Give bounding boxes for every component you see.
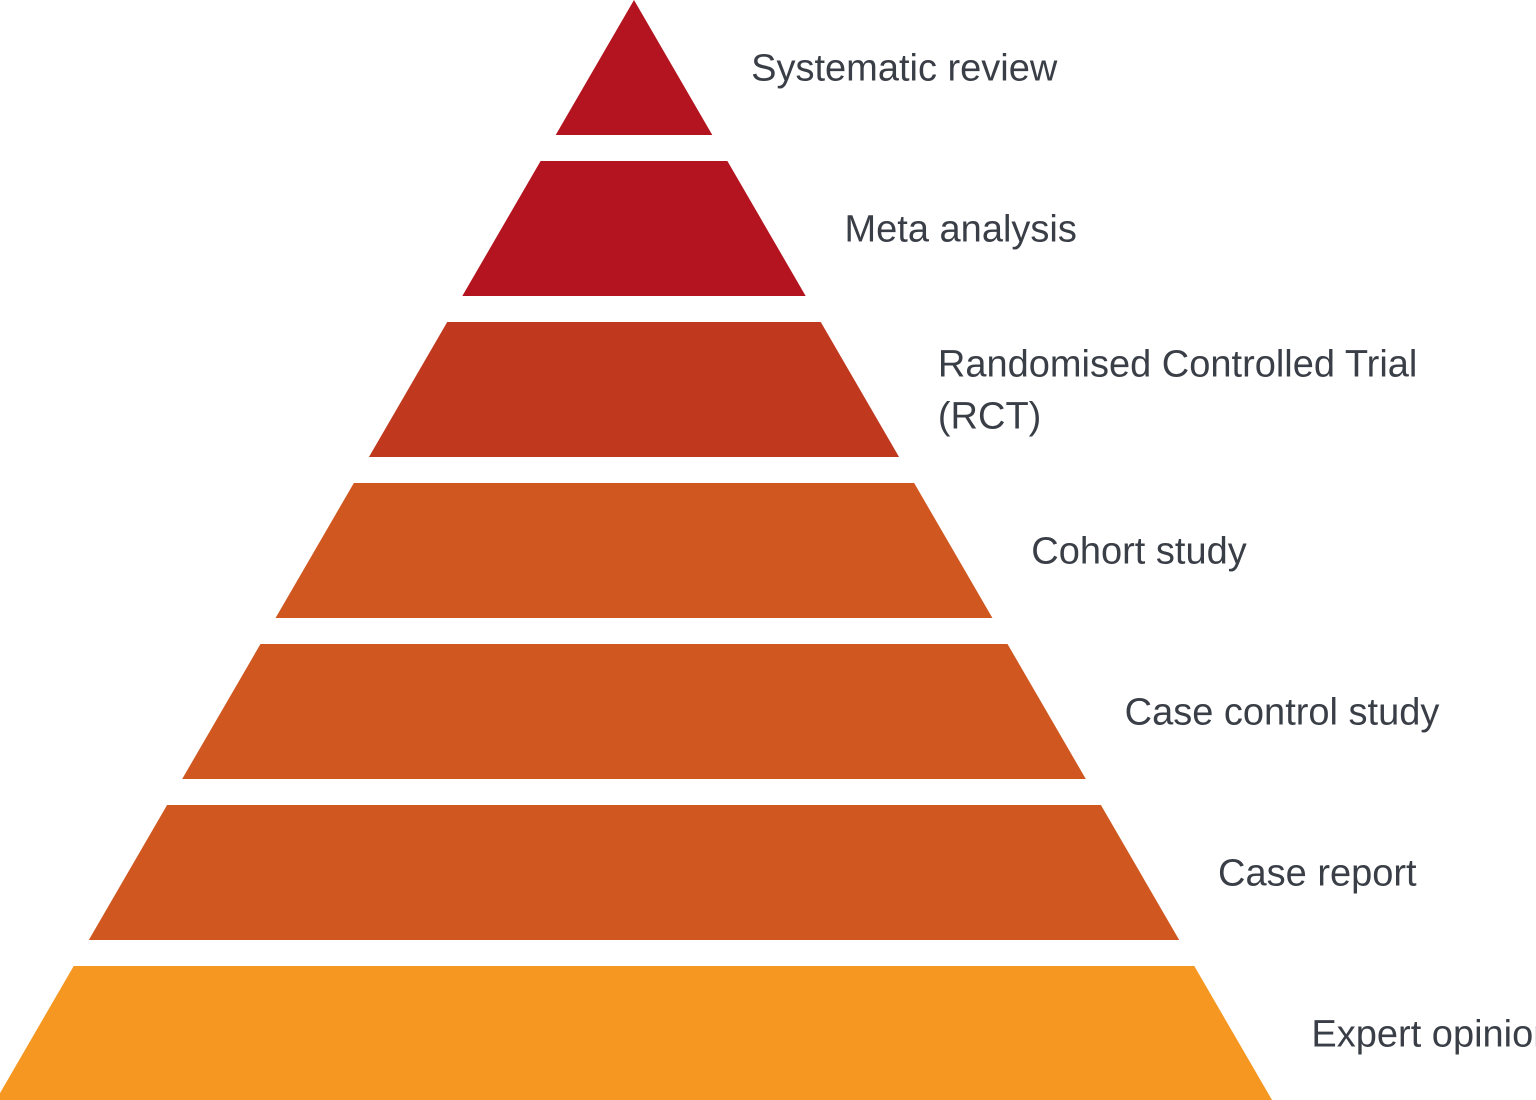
pyramid-tier-4-label: Cohort study bbox=[1031, 531, 1246, 573]
pyramid-tier-label-line: Randomised Controlled Trial bbox=[938, 344, 1417, 386]
pyramid-tier-5-label: Case control study bbox=[1125, 692, 1440, 734]
pyramid-tier-label-line: Expert opinion bbox=[1311, 1014, 1536, 1056]
pyramid-tier-label-line: Systematic review bbox=[751, 48, 1058, 90]
pyramid-tier-3-label: Randomised Controlled Trial (RCT) bbox=[938, 344, 1417, 438]
pyramid-tier-label-line: Meta analysis bbox=[845, 209, 1077, 251]
pyramid-tier-label-line: Case control study bbox=[1125, 692, 1440, 734]
pyramid-tier-7-label: Expert opinion bbox=[1311, 1014, 1536, 1056]
pyramid-tier-6 bbox=[88, 805, 1180, 940]
pyramid-tier-label-line: Cohort study bbox=[1031, 531, 1246, 573]
pyramid-tier-3 bbox=[368, 322, 900, 457]
pyramid-tier-5 bbox=[182, 644, 1086, 779]
pyramid-tier-label-line: Case report bbox=[1218, 853, 1417, 895]
pyramid-tier-2 bbox=[462, 161, 806, 296]
pyramid-tier-1-label: Systematic review bbox=[751, 48, 1058, 90]
pyramid-tier-6-label: Case report bbox=[1218, 853, 1417, 895]
pyramid-tier-2-label: Meta analysis bbox=[845, 209, 1077, 251]
pyramid-tier-label-line: (RCT) bbox=[938, 396, 1041, 438]
pyramid-tier-4 bbox=[275, 483, 993, 618]
pyramid-tier-7 bbox=[0, 966, 1272, 1100]
pyramid-tier-1 bbox=[555, 0, 713, 135]
